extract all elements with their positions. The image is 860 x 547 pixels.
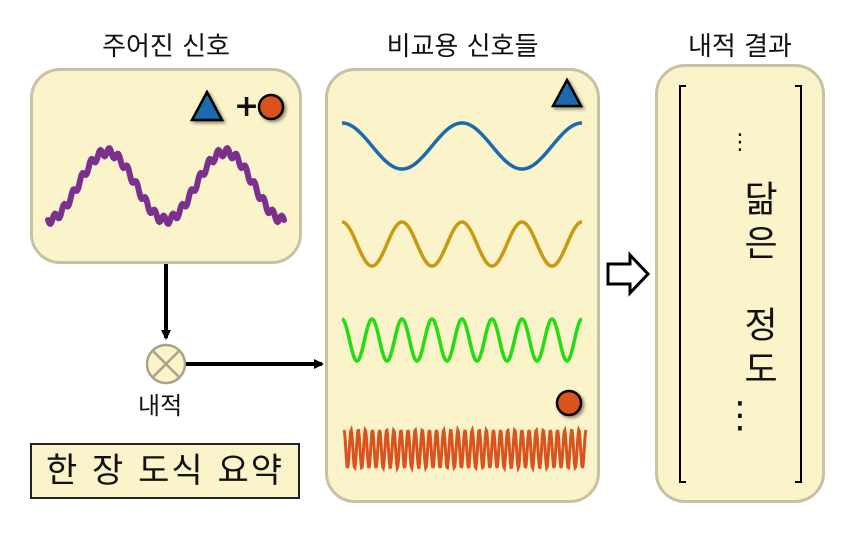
result-left-bracket: [679, 85, 686, 483]
inner-product-operator-label: 내적: [138, 392, 183, 420]
comparison-signals-title: 비교용 신호들: [386, 32, 539, 62]
comparison-signals-panel: [325, 68, 600, 503]
triangle-icon: [550, 77, 584, 108]
given-signal-panel: [30, 68, 302, 264]
multiply-circle-icon: [145, 343, 187, 385]
comparison-wave-medium-frequency: [341, 220, 583, 268]
hollow-arrow-icon: [606, 251, 651, 297]
comparison-wave-low-frequency: [341, 121, 583, 171]
result-right-bracket: [795, 85, 802, 483]
inner-product-result-panel: [655, 64, 825, 503]
given-signal-title: 주어진 신호: [102, 32, 230, 62]
plus-sign: +: [234, 89, 260, 124]
circle-icon: [257, 93, 285, 121]
triangle-icon: [189, 89, 225, 122]
circle-icon: [555, 389, 583, 417]
result-bottom-dots: ⋮: [722, 395, 758, 436]
summary-label: 한 장 도식 요약: [30, 443, 300, 499]
given-signal-wave: [45, 145, 287, 227]
result-line-similar: 닮은: [737, 180, 778, 268]
result-top-dots: ⋮: [729, 130, 751, 155]
inner-product-result-title: 내적 결과: [688, 32, 792, 62]
comparison-wave-very-high-frequency: [342, 424, 588, 474]
comparison-wave-high-frequency: [341, 317, 583, 363]
result-line-degree: 정도: [737, 306, 778, 394]
